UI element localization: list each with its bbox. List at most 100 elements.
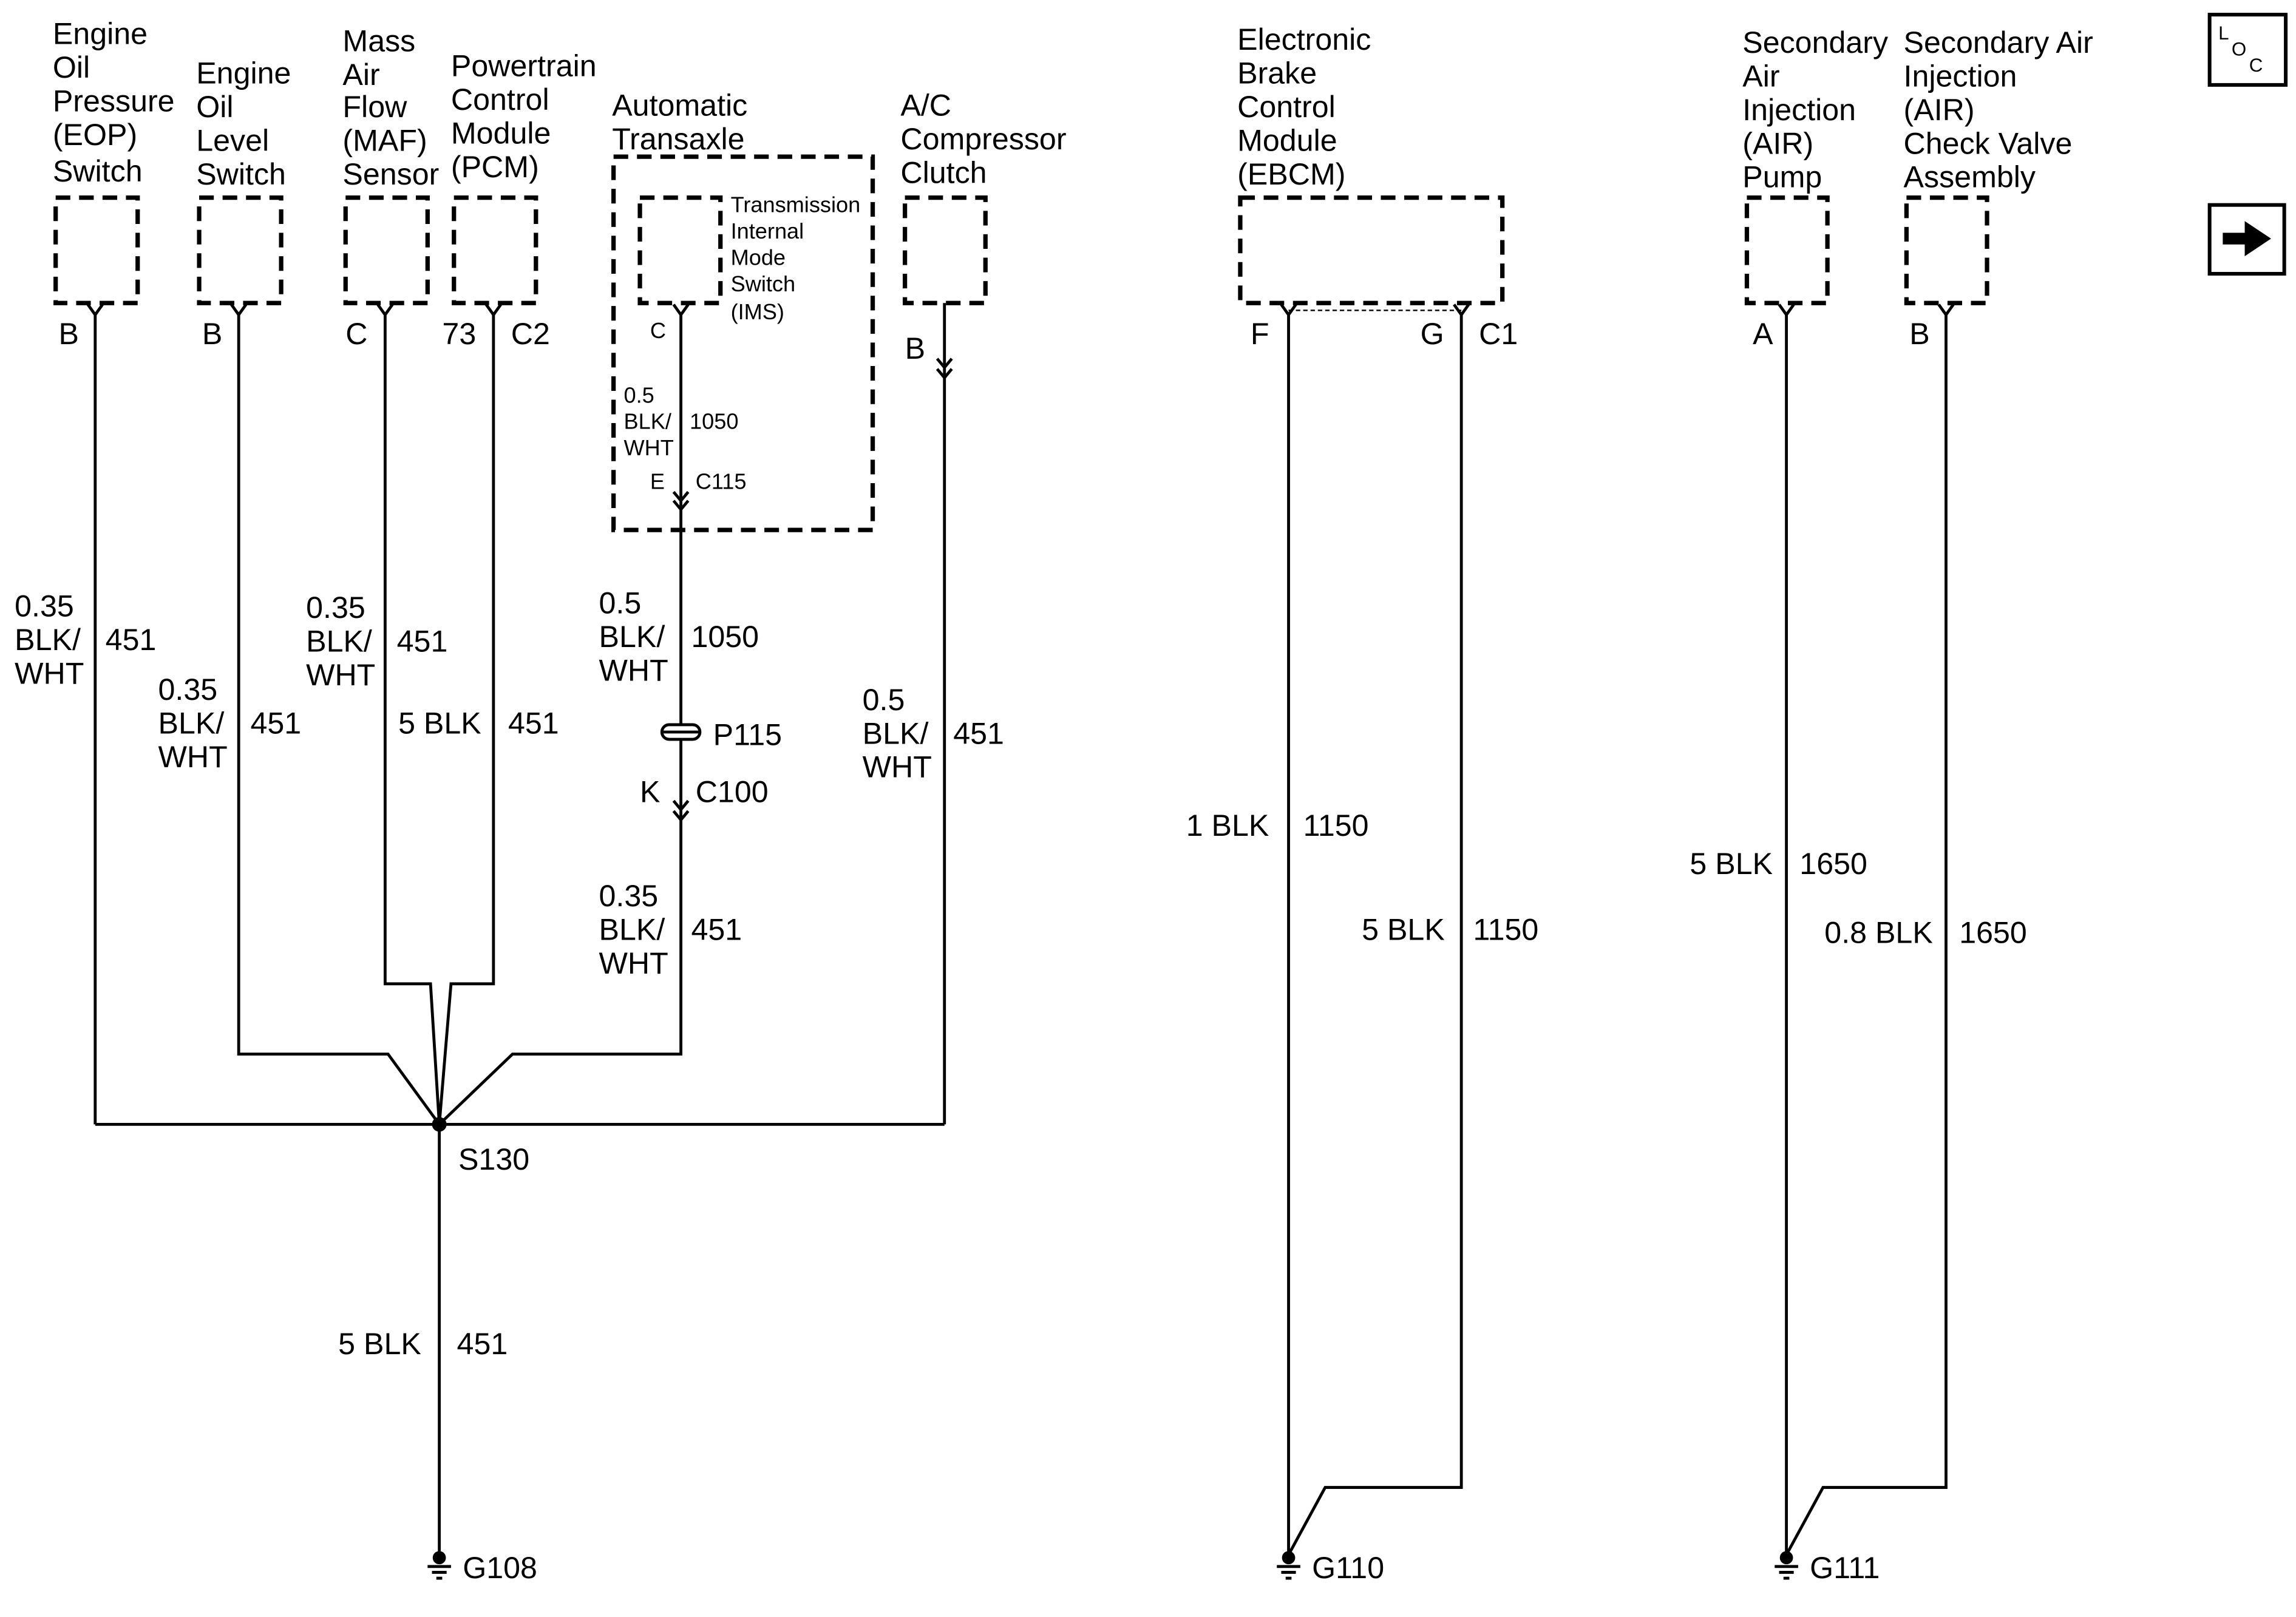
air-check-valve-label-line: Injection bbox=[1904, 59, 2017, 93]
ebcm-f-wire-circuit: 1150 bbox=[1303, 808, 1369, 842]
maf-sensor-label-line: Flow bbox=[342, 90, 407, 124]
transaxle-splice-wire-label: 0.35 bbox=[599, 879, 659, 913]
eop-wire-label: WHT bbox=[15, 656, 84, 690]
arrow-glyph bbox=[2223, 221, 2271, 257]
c100-pin: K bbox=[640, 775, 660, 809]
air-check-valve-terminal bbox=[1937, 303, 1955, 317]
c100-connector: K C100 bbox=[640, 775, 769, 822]
location-icon-letter: L bbox=[2218, 22, 2229, 44]
next-button-frame[interactable] bbox=[2207, 203, 2286, 276]
pcm-label-line: Powertrain bbox=[451, 49, 597, 83]
pcm-wire-label: 5 BLK bbox=[398, 706, 481, 740]
air-check-valve-label-line: (AIR) bbox=[1904, 93, 1975, 127]
ebcm-label-line: Electronic bbox=[1237, 22, 1371, 56]
air-pump-label-line: Injection bbox=[1742, 93, 1856, 127]
air-pump-pin: A bbox=[1753, 317, 1773, 351]
automatic-transaxle: Automatic Transaxle Transmission Interna… bbox=[611, 89, 875, 532]
ims-wire-label: 0.5 bbox=[624, 382, 654, 407]
air-pump-box bbox=[1744, 195, 1830, 305]
air-check-valve-label-line: Assembly bbox=[1904, 160, 2036, 194]
ims-terminal bbox=[672, 303, 690, 317]
ebcm-terminal-g bbox=[1453, 303, 1470, 317]
eop-wire-label: BLK/ bbox=[15, 623, 81, 657]
p115-label: P115 bbox=[713, 718, 782, 752]
maf-sensor-label-line: Sensor bbox=[342, 157, 439, 191]
oil-level-switch-label-line: Switch bbox=[196, 157, 286, 191]
air-pump: Secondary Air Injection (AIR) Pump A bbox=[1742, 25, 1888, 351]
maf-sensor-label-line: Mass bbox=[342, 24, 415, 58]
ims-wire-label: WHT bbox=[624, 435, 674, 460]
location-icon-letter: C bbox=[2249, 55, 2263, 76]
ac-clutch-label-line: A/C bbox=[900, 89, 951, 123]
c100-label: C100 bbox=[696, 775, 769, 809]
splice-ground-wire-circuit: 451 bbox=[457, 1327, 508, 1361]
ebcm-label-line: Brake bbox=[1237, 56, 1317, 90]
location-view-icon-frame[interactable] bbox=[2207, 13, 2288, 87]
transaxle-wire-label: BLK/ bbox=[599, 620, 665, 654]
ac-compressor-clutch: A/C Compressor Clutch B bbox=[900, 89, 1067, 381]
transaxle-to-splice-wire bbox=[438, 739, 682, 1126]
ims-wire-circuit: 1050 bbox=[690, 409, 738, 434]
ims-label-line: Transmission bbox=[731, 192, 861, 217]
pcm-label-line: Control bbox=[451, 83, 549, 117]
s130-splice-dot bbox=[432, 1117, 447, 1132]
ac-clutch-label-line: Clutch bbox=[900, 155, 987, 189]
maf-sensor-label-line: Air bbox=[342, 58, 379, 92]
maf-sensor: Mass Air Flow (MAF) Sensor C bbox=[342, 24, 439, 350]
air-check-valve: Secondary Air Injection (AIR) Check Valv… bbox=[1904, 25, 2093, 351]
ebcm-g-wire-circuit: 1150 bbox=[1473, 912, 1538, 946]
ac-clutch-box bbox=[902, 195, 988, 305]
eop-switch-box bbox=[53, 195, 140, 305]
maf-sensor-label-line: (MAF) bbox=[342, 123, 427, 157]
maf-sensor-pin: C bbox=[345, 317, 367, 351]
g111-circuit: 5 BLK 1650 0.8 BLK 1650 G111 bbox=[1690, 314, 2027, 1585]
g108-circuit: 0.35 BLK/ WHT 451 0.35 BLK/ WHT 451 0.35… bbox=[15, 303, 1004, 1585]
ims-label-line: Mode bbox=[731, 245, 786, 270]
ims-wire-label: BLK/ bbox=[624, 409, 672, 434]
air-pump-label-line: Air bbox=[1742, 59, 1779, 93]
oil-level-switch-label-line: Level bbox=[196, 123, 269, 157]
eop-wire-circuit: 451 bbox=[106, 623, 157, 657]
eop-switch: Engine Oil Pressure (EOP) Switch B bbox=[53, 16, 175, 350]
oil-level-switch-terminal bbox=[230, 303, 248, 317]
oil-level-switch-box bbox=[197, 195, 284, 305]
ebcm-pin: F bbox=[1251, 317, 1269, 351]
ebcm-label-line: Module bbox=[1237, 123, 1337, 157]
ground-dot bbox=[1282, 1551, 1296, 1565]
ebcm-g-wire bbox=[1287, 314, 1463, 1556]
pcm-connector: C2 bbox=[511, 317, 550, 351]
oil-level-switch-pin: B bbox=[202, 317, 222, 351]
maf-wire-label: 0.35 bbox=[306, 591, 365, 625]
oil-level-wire-label: WHT bbox=[158, 740, 228, 774]
c115-label: C115 bbox=[696, 469, 747, 494]
air-check-valve-wire-label: 0.8 BLK bbox=[1824, 915, 1932, 949]
oil-level-wire-label: 0.35 bbox=[158, 673, 218, 707]
maf-sensor-box bbox=[343, 195, 430, 305]
pcm-box bbox=[452, 195, 538, 305]
maf-wire-label: BLK/ bbox=[306, 624, 372, 658]
air-pump-wire-label: 5 BLK bbox=[1690, 847, 1773, 881]
eop-switch-pin: B bbox=[59, 317, 79, 351]
transaxle-wire-circuit: 1050 bbox=[691, 620, 759, 654]
ground-dot bbox=[1779, 1551, 1793, 1565]
location-view-icon[interactable]: L O C bbox=[2207, 13, 2288, 87]
c100-chevron bbox=[672, 799, 690, 812]
oil-level-switch-label-line: Engine bbox=[196, 56, 291, 90]
ebcm-g-wire-label: 5 BLK bbox=[1362, 912, 1445, 946]
ebcm-f-wire-label: 1 BLK bbox=[1186, 808, 1269, 842]
ac-clutch-pin: B bbox=[905, 331, 925, 365]
ims-label-line: Switch bbox=[731, 271, 796, 296]
eop-switch-terminal bbox=[86, 303, 104, 317]
ims-label-line: Internal bbox=[731, 219, 804, 243]
transaxle-box bbox=[611, 154, 875, 532]
ebcm: Electronic Brake Control Module (EBCM) F… bbox=[1237, 22, 1518, 351]
c115-pin: E bbox=[650, 469, 665, 494]
pcm-wire-circuit: 451 bbox=[508, 706, 559, 740]
air-check-valve-wire bbox=[1785, 314, 1948, 1556]
right-arrow-icon[interactable] bbox=[2207, 203, 2286, 276]
maf-wire bbox=[383, 314, 441, 1125]
oil-level-switch-label-line: Oil bbox=[196, 90, 233, 124]
ebcm-box bbox=[1238, 195, 1505, 305]
ims-label-line: (IMS) bbox=[731, 299, 784, 324]
